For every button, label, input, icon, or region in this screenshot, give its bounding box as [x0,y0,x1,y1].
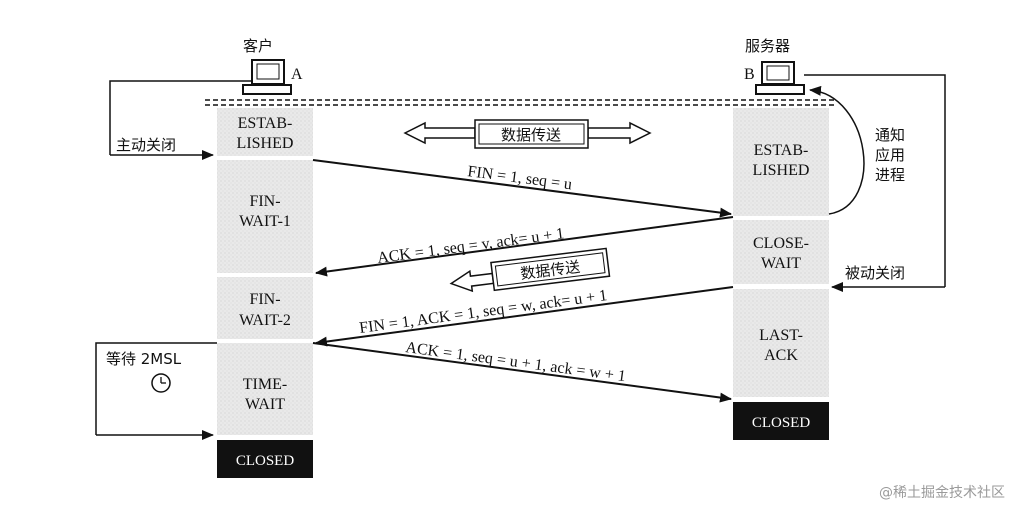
client-state-established-box [217,108,313,156]
data-transfer-label: 数据传送 [501,126,561,144]
wait-2msl-label: 等待 2MSL [106,350,182,368]
client-state-fin-wait-2-box [217,277,313,339]
client-fin-wait-2-line2: WAIT-2 [239,312,291,329]
server-last-ack-line1: LAST- [759,327,803,344]
active-close-label: 主动关闭 [116,136,176,154]
ack2-message-label: ACK = 1, seq = u + 1, ack = w + 1 [404,339,626,385]
client-established-line1: ESTAB- [238,115,293,132]
notify-label-line2: 应用 [875,146,905,164]
server-close-wait-line2: WAIT [761,255,801,272]
active-close-connector [109,80,252,155]
ack1-message-arrow [315,216,734,277]
wait-2msl-connector [95,342,217,435]
client-computer-icon [242,59,292,95]
client-state-time-wait-box [217,343,313,435]
data-transfer-arrow [403,119,652,149]
server-state-last-ack-box [733,289,829,397]
notify-application-arrow [809,85,865,215]
server-state-established-box [733,108,829,216]
data-transfer-arrow-2: 数据传送 [449,247,611,293]
server-letter: B [744,66,755,83]
server-computer-icon [755,61,805,95]
client-time-wait-line2: WAIT [245,396,285,413]
client-time-wait-line1: TIME- [243,376,287,393]
notify-label-line3: 进程 [875,166,905,184]
notify-label-line1: 通知 [875,126,905,144]
client-fin-wait-2-line1: FIN- [249,291,280,308]
clock-icon [151,373,171,393]
client-closed-label: CLOSED [236,453,295,469]
watermark: @稀土掘金技术社区 [879,485,1005,501]
fin-ack-message-arrow [315,286,734,347]
client-established-line2: LISHED [237,135,294,152]
server-established-line1: ESTAB- [754,142,809,159]
server-closed-label: CLOSED [752,415,811,431]
fin-message-label: FIN = 1, seq = u [466,163,572,193]
server-close-wait-line1: CLOSE- [753,235,809,252]
passive-close-connector [804,74,946,287]
server-state-close-wait-box [733,220,829,284]
server-last-ack-line2: ACK [764,347,798,364]
passive-close-label: 被动关闭 [845,264,905,282]
server-state-closed-box [733,402,829,440]
server-title: 服务器 [745,37,790,55]
client-title: 客户 [243,37,273,55]
client-state-closed-box [217,440,313,478]
fin-message-arrow [312,159,732,218]
server-established-line2: LISHED [753,162,810,179]
ack2-message-arrow [312,342,732,403]
client-letter: A [291,66,303,83]
client-fin-wait-1-line1: FIN- [249,193,280,210]
client-fin-wait-1-line2: WAIT-1 [239,213,291,230]
client-state-fin-wait-1-box [217,160,313,273]
fin-ack-message-label: FIN = 1, ACK = 1, seq = w, ack= u + 1 [358,287,608,337]
